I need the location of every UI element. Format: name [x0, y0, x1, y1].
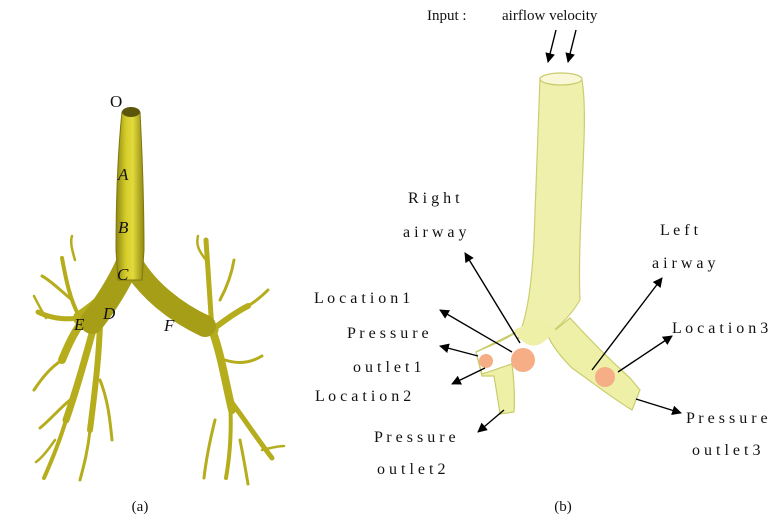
right-bronchus-b [476, 330, 520, 414]
input-label: Input : [427, 8, 467, 24]
label-B: B [118, 218, 129, 237]
trachea [116, 112, 144, 280]
pressure-outlet-2-arrow [478, 410, 504, 432]
left-airway-arrow [592, 278, 662, 370]
caption-a: (a) [132, 499, 149, 515]
left-airway-line1: L e f t [660, 222, 699, 239]
right-airway-line1: R i g h t [408, 190, 460, 207]
input-arrow-1 [548, 30, 556, 62]
inlet-opening [540, 73, 582, 85]
location-1-marker [511, 348, 535, 372]
left-bronchi [34, 236, 120, 480]
right-airway-line2: a i r w a y [403, 224, 467, 241]
label-C: C [117, 265, 129, 284]
pressure-outlet-3-arrow [636, 399, 681, 413]
trachea-b [518, 78, 584, 340]
label-D: D [102, 304, 116, 323]
label-F: F [163, 316, 175, 335]
pressure-outlet-1-arrow [440, 346, 478, 356]
location-2-marker [479, 354, 493, 368]
left-bronchus-b [548, 318, 640, 410]
label-E: E [73, 315, 85, 334]
label-O: O [110, 92, 122, 111]
pressure-outlet-3-line1: P r e s s u r e [686, 410, 768, 427]
pressure-outlet-3-line2: o u t l e t 3 [692, 442, 760, 459]
location-2-label: L o c a t i o n 2 [315, 388, 411, 405]
pressure-outlet-2-line1: P r e s s u r e [374, 429, 456, 446]
location-1-arrow [440, 310, 512, 352]
input-value: airflow velocity [502, 8, 598, 24]
pressure-outlet-1-line1: P r e s s u r e [347, 325, 429, 342]
pressure-outlet-1-line2: o u t l e t 1 [353, 359, 421, 376]
left-airway-line2: a i r w a y [652, 255, 716, 272]
right-bronchi [150, 236, 284, 484]
location-3-arrow [618, 336, 672, 372]
location-1-label: L o c a t i o n 1 [314, 290, 410, 307]
input-arrow-2 [568, 30, 576, 62]
label-A: A [117, 165, 129, 184]
location-2-arrow [452, 368, 485, 384]
location-3-label: L o c a t i o n 3 [672, 320, 768, 337]
panel-a-airway-model: O A B C D E F (a) [34, 92, 284, 515]
panel-b-airway-model: Input : airflow velocity R i g h t a i r… [314, 8, 768, 515]
trachea-opening [122, 107, 140, 117]
caption-b: (b) [554, 499, 572, 515]
pressure-outlet-2-line2: o u t l e t 2 [377, 461, 445, 478]
location-3-marker [595, 367, 615, 387]
